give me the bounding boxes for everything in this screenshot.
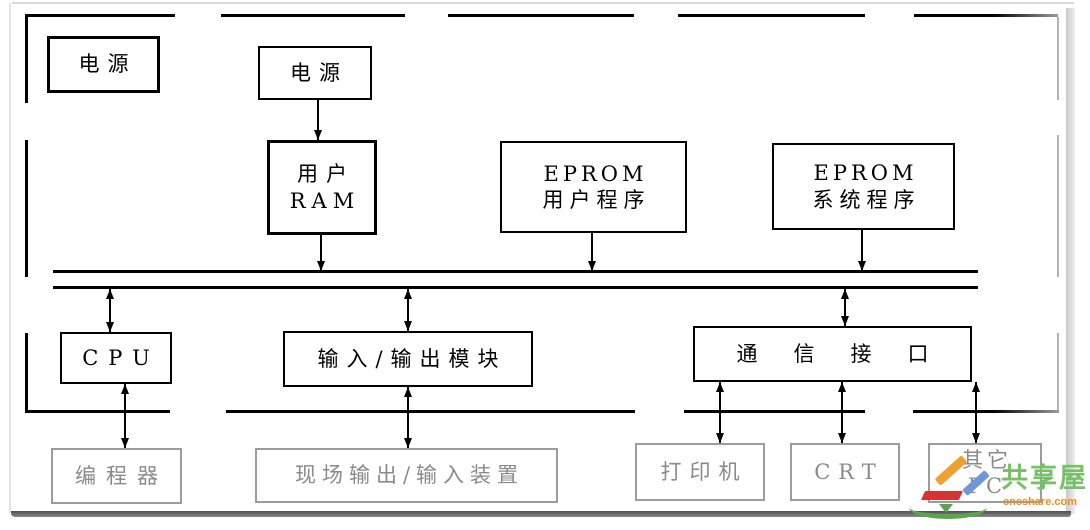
box-field-io-label: 现场输出/输入装置	[294, 463, 525, 488]
box-field-io: 现场输出/输入装置	[255, 448, 558, 503]
box-programmer-label: 编程器	[75, 463, 168, 488]
box-eprom-user-line2: 用户程序	[542, 188, 651, 212]
box-eprom-system: EPROM 系统程序	[772, 143, 955, 230]
box-user-ram: 用户 RAM	[267, 140, 377, 235]
box-eprom-system-line2: 系统程序	[812, 187, 921, 212]
box-printer-label: 打印机	[660, 459, 748, 484]
box-power-top: 电源	[258, 46, 372, 100]
box-comm-interface: 通信接口	[693, 326, 972, 382]
watermark-laurel-icon	[909, 496, 987, 519]
box-programmer: 编程器	[51, 448, 182, 504]
box-crt-label: CRT	[814, 459, 884, 484]
box-comm-interface-label: 通信接口	[736, 341, 965, 366]
page-bottom-shadow	[11, 511, 1071, 517]
watermark-red-stroke-icon	[920, 491, 964, 500]
box-user-ram-line1: 用户	[297, 162, 355, 187]
watermark-orange-stroke-icon	[934, 455, 968, 486]
box-power-left: 电源	[47, 36, 160, 93]
watermark: 共享屋 cncshare.com	[909, 452, 1089, 519]
box-io-module: 输入/输出模块	[283, 331, 533, 387]
bus-line-top	[53, 270, 978, 273]
box-cpu-label: CPU	[82, 345, 160, 370]
box-crt: CRT	[790, 443, 900, 501]
box-other-pc-line1: 其它	[962, 447, 1012, 472]
page-left-edge	[9, 3, 11, 513]
watermark-site-url: cncshare.com	[1003, 496, 1077, 508]
box-printer: 打印机	[635, 443, 765, 501]
box-eprom-system-line1: EPROM	[813, 161, 918, 186]
box-power-top-label: 电源	[290, 60, 348, 85]
box-power-left-label: 电源	[78, 52, 137, 77]
watermark-laurel-notch-icon	[939, 504, 953, 513]
page-right-shadow	[1066, 8, 1075, 514]
box-eprom-user: EPROM 用户程序	[500, 141, 687, 233]
box-user-ram-line2: RAM	[289, 188, 361, 213]
box-eprom-user-line1: EPROM	[543, 161, 648, 186]
bus-line-bottom	[53, 286, 978, 289]
page-top-edge	[12, 2, 1074, 4]
watermark-blue-stroke-icon	[962, 469, 990, 497]
box-cpu: CPU	[60, 332, 172, 384]
watermark-site-name: 共享屋	[1001, 463, 1088, 493]
box-io-module-label: 输入/输出模块	[317, 346, 507, 371]
